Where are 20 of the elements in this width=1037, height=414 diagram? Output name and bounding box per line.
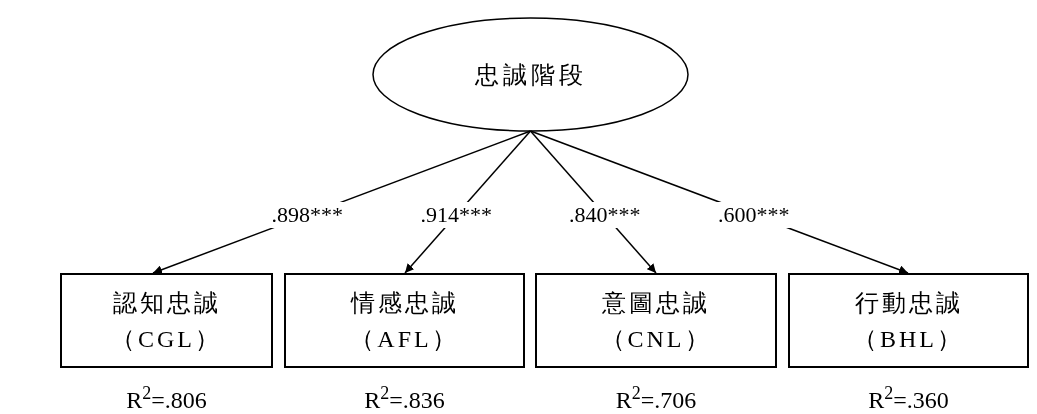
node-label: （BHL）: [853, 324, 964, 354]
node-label: 情感忠誠: [350, 288, 459, 318]
observed-variable-box: [788, 273, 1029, 368]
observed-variable-box: [284, 273, 525, 368]
r-squared-label: R$^{2}$=.806: [126, 386, 207, 414]
observed-variable-box: [535, 273, 777, 368]
latent-variable-ellipse: [372, 17, 689, 132]
edge-label: .898***: [267, 202, 347, 228]
r-squared-label: R$^{2}$=.836: [364, 386, 445, 414]
edge-label: .600***: [714, 202, 794, 228]
node-label: （CNL）: [600, 324, 712, 354]
r-squared-label: R$^{2}$=.360: [868, 386, 949, 414]
node-label: （CGL）: [111, 324, 222, 354]
node-label: （AFL）: [350, 324, 459, 354]
node-label: 意圖忠誠: [602, 288, 710, 318]
observed-variable-box: [60, 273, 273, 368]
node-label: 忠誠階段: [474, 60, 587, 90]
r-squared-label: R$^{2}$=.706: [615, 386, 697, 414]
node-label: 認知忠誠: [112, 288, 221, 318]
node-label: 行動忠誠: [854, 288, 963, 318]
